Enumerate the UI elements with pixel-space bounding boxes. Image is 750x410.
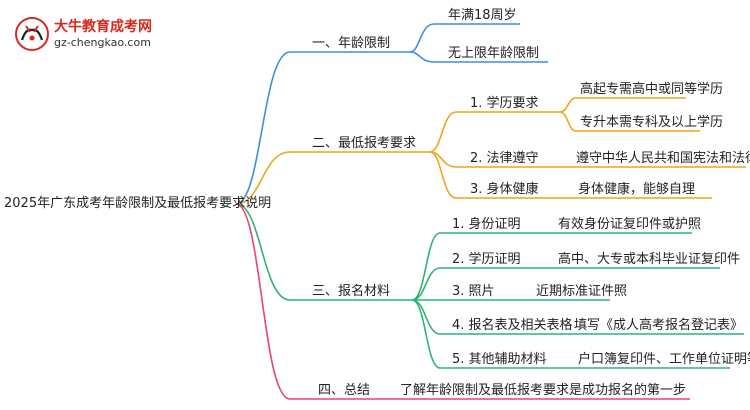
branch-requirements-lines — [235, 97, 746, 205]
leaf-health-1: 身体健康，能够自理 — [578, 182, 696, 197]
leaf-age-1: 年满18周岁 — [448, 8, 517, 23]
sub-health: 3. 身体健康 — [470, 182, 539, 197]
branch-summary-lines — [235, 203, 690, 400]
material-leaf-4: 填写《成人高考报名登记表》 — [574, 318, 744, 333]
leaf-summary: 了解年龄限制及最低报考要求是成功报名的第一步 — [400, 383, 687, 398]
leaf-law-1: 遵守中华人民共和国宪法和法律 — [576, 151, 750, 166]
leaf-age-2: 无上限年龄限制 — [448, 46, 540, 61]
branch-requirements: 二、最低报考要求 — [312, 136, 417, 151]
bull-logo-icon — [15, 17, 49, 51]
material-leaf-2: 高中、大专或本科毕业证复印件 — [558, 252, 741, 267]
leaf-education-1: 高起专需高中或同等学历 — [580, 82, 724, 97]
sub-law: 2. 法律遵守 — [470, 151, 539, 166]
branch-age-lines — [235, 23, 548, 205]
branch-summary: 四、总结 — [318, 383, 371, 398]
material-leaf-1: 有效身份证复印件或护照 — [558, 217, 702, 232]
material-item-5: 5. 其他辅助材料 — [452, 352, 547, 367]
sub-education: 1. 学历要求 — [470, 96, 539, 111]
logo-title: 大牛教育成考网 — [54, 19, 152, 35]
material-item-2: 2. 学历证明 — [452, 252, 521, 267]
material-leaf-5: 户口簿复印件、工作单位证明等 — [578, 352, 750, 367]
material-leaf-3: 近期标准证件照 — [536, 284, 628, 299]
root-node: 2025年广东成考年龄限制及最低报考要求说明 — [4, 196, 272, 211]
site-logo[interactable]: 大牛教育成考网 gz-chengkao.com — [14, 14, 184, 54]
material-item-3: 3. 照片 — [452, 284, 495, 299]
logo-url: gz-chengkao.com — [54, 36, 151, 49]
branch-age: 一、年龄限制 — [312, 36, 391, 51]
branch-materials: 三、报名材料 — [312, 284, 391, 299]
leaf-education-2: 专升本需专科及以上学历 — [580, 115, 724, 130]
material-item-4: 4. 报名表及相关表格 — [452, 318, 573, 333]
branch-materials-lines — [235, 203, 744, 369]
material-item-1: 1. 身份证明 — [452, 217, 521, 232]
